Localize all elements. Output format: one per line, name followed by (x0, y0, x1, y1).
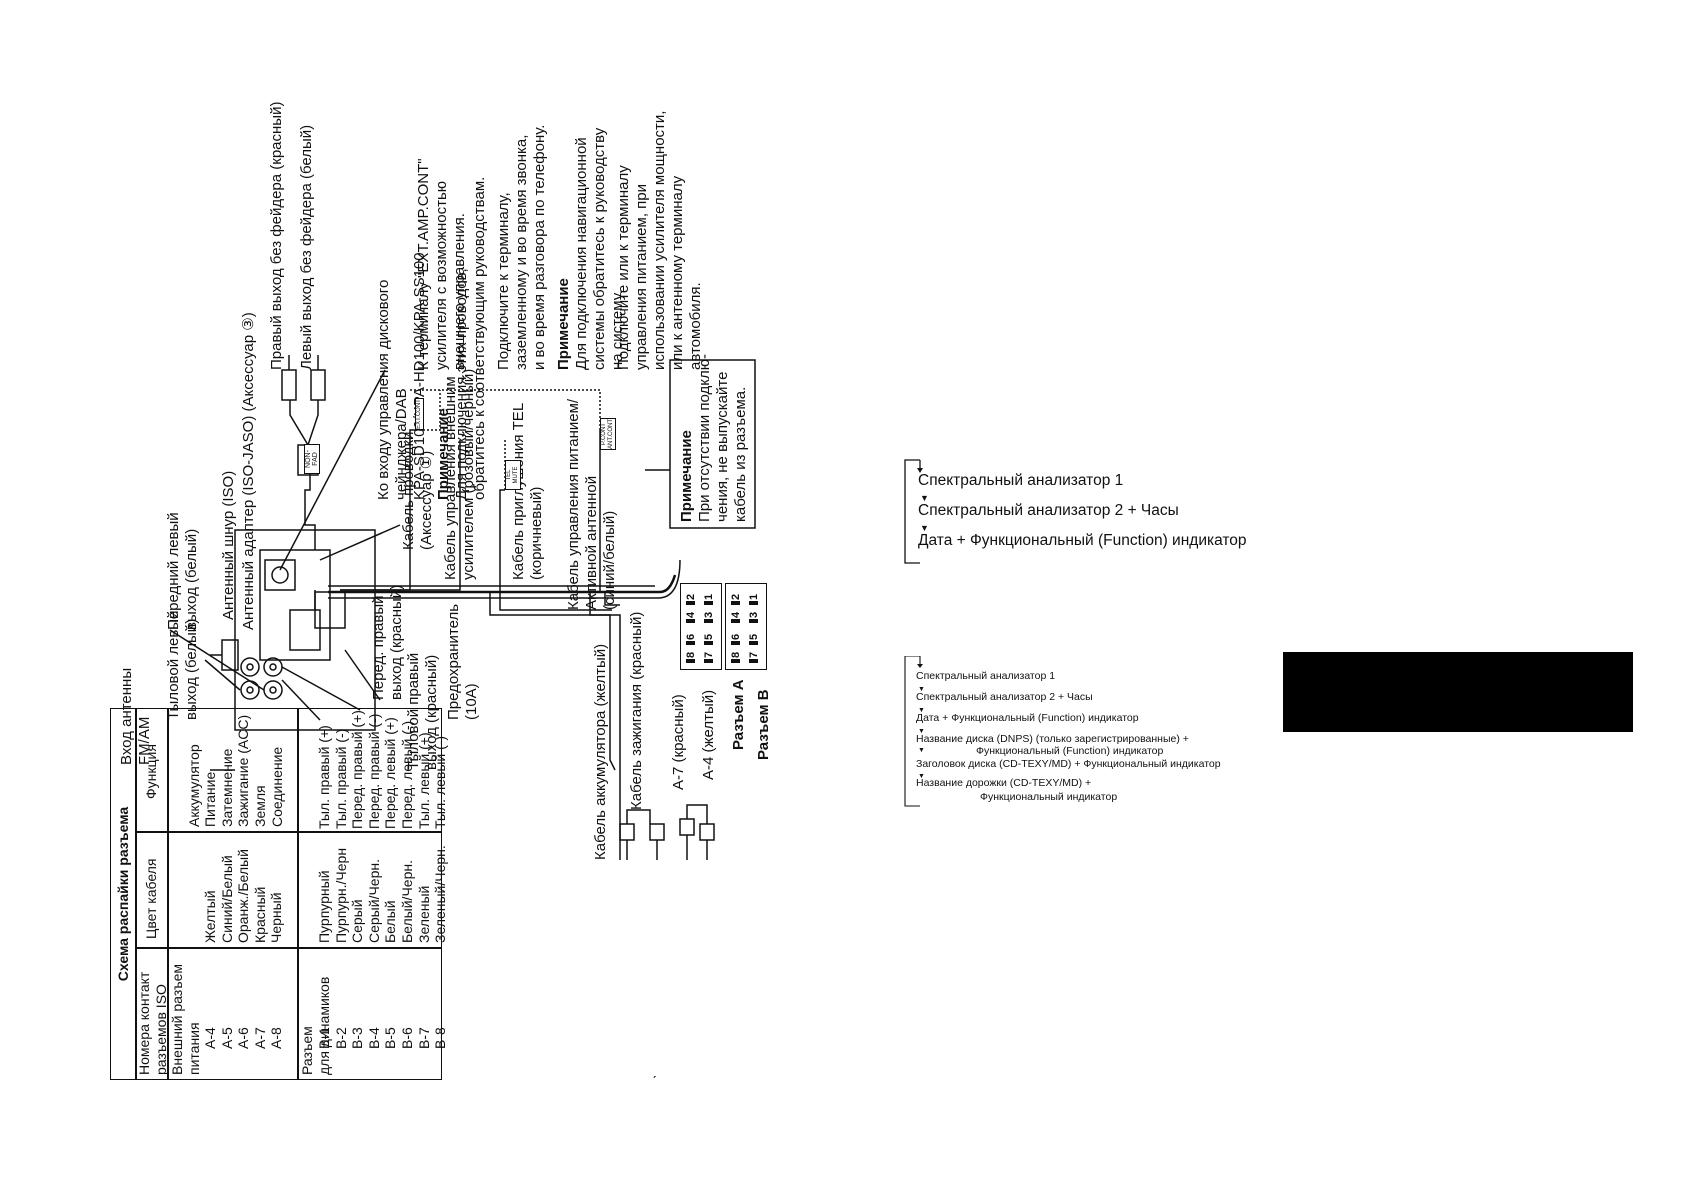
changer-jack (264, 559, 296, 591)
menu2-item-5: Заголовок диска (CD-TEXY/MD) + Функциона… (916, 758, 1221, 770)
rca-jack-2 (263, 680, 283, 700)
non-fad-tag: NON-FAD (304, 444, 320, 474)
menu2-item-6: Название дорожки (CD-TEXY/MD) + (916, 777, 1092, 789)
arrow-down-icon: ▼ (918, 773, 925, 780)
row-b-function: Тыл. правый (+)Тыл. правый (-)Перед. пра… (316, 710, 449, 829)
menu2-item-2: Спектральный анализатор 2 + Часы (916, 691, 1093, 703)
tel-cable-label: Кабель приглушения TEL(коричневый) (510, 402, 545, 580)
rca-jack-1 (240, 680, 260, 700)
rca-plug-left (310, 369, 326, 401)
wire-lines (169, 355, 756, 860)
a7-plug (619, 823, 635, 841)
pin-a-5: 5 (703, 632, 716, 645)
harness-label: Кабель проводки(Аксессуар ①) (400, 431, 435, 550)
pin-a-2: 2 (685, 592, 698, 605)
connector-b: 8 6 4 2 7 5 3 1 (725, 583, 767, 670)
a4-plug (679, 818, 695, 836)
note2-title: Примечание (555, 278, 572, 370)
ignition-cable-label: Кабель зажигания (красный) (628, 611, 645, 810)
antenna-adapter-label: Антенный адаптер (ISO-JASO) (Аксессуар ③… (240, 312, 257, 630)
pin-b-6: 6 (730, 632, 743, 645)
header-function: Функция (143, 744, 159, 799)
pin-b-5: 5 (748, 632, 761, 645)
note3-title: Примечание (678, 430, 695, 522)
pin-a-7: 7 (703, 650, 716, 663)
head-unit-outline (234, 529, 376, 731)
connector-a-label: Разъем A (730, 679, 747, 750)
arrow-down-icon: ▼ (920, 523, 929, 533)
pin-a-1: 1 (703, 592, 716, 605)
pin-b-3: 3 (748, 610, 761, 623)
pin-b-8: 8 (730, 650, 743, 663)
fuse-label: Предохранитель(10A) (445, 603, 480, 720)
arrow-down-icon: ▼ (918, 686, 925, 693)
pin-a-4: 4 (685, 610, 698, 623)
menu1-bracket (904, 459, 923, 564)
pin-a-6: 6 (685, 632, 698, 645)
arrow-down-icon: ▼ (918, 707, 925, 714)
ext-amp-desc: К терминалу "EXT.AMP.CONT"усилителя с во… (415, 158, 468, 370)
pinout-title: Схема распайки разъема (115, 806, 131, 982)
rca-jack-3 (240, 657, 260, 677)
menu2-item-4: Название диска (DNPS) (только зарегистри… (916, 733, 1189, 745)
non-fad-right-label: Правый выход без фейдера (красный) (268, 101, 285, 370)
tel-desc: Подключите к терминалу,заземленному и во… (495, 124, 548, 370)
note3-text: При отсутствии подклю-чения, не выпускай… (696, 354, 749, 522)
antenna-cord-label: Антенный шнур (ISO) (220, 470, 237, 620)
a7-label: A-7 (красный) (670, 694, 687, 790)
arrow-down-icon: ▼ (918, 747, 925, 754)
non-fad-left-label: Левый выход без фейдера (белый) (298, 124, 315, 370)
pin-b-1: 1 (748, 592, 761, 605)
display-menu-small: Спектральный анализатор 1 ▼ Спектральный… (900, 656, 1290, 816)
menu1-item-2: Спектральный анализатор 2 + Часы (918, 502, 1179, 519)
arrow-down-icon: ▼ (920, 493, 929, 503)
connector-a: 8 6 4 2 7 5 3 1 (680, 583, 722, 670)
pin-a-3: 3 (703, 610, 716, 623)
black-box (1283, 652, 1633, 732)
menu1-item-1: Спектральный анализатор 1 (918, 472, 1124, 489)
header-color: Цвет кабеля (143, 858, 159, 939)
pin-a-8: 8 (685, 650, 698, 663)
menu2-item-1: Спектральный анализатор 1 (916, 670, 1056, 682)
menu2-item-6b: Функциональный индикатор (980, 791, 1118, 803)
display-menu-large: Спектральный анализатор 1 ▼ Спектральный… (900, 448, 1260, 568)
note-box (669, 359, 756, 529)
menu1-item-3: Дата + Функциональный (Function) индикат… (918, 532, 1247, 549)
pin-b-2: 2 (730, 592, 743, 605)
menu2-item-4b: Функциональный (Function) индикатор (976, 745, 1164, 757)
ext-amp-tag: EXT.CONT (415, 398, 424, 430)
rca-plug-right (281, 369, 297, 401)
battery-cable-label: Кабель аккумулятора (желтый) (592, 643, 609, 860)
pin-b-7: 7 (748, 650, 761, 663)
pin-b-4: 4 (730, 610, 743, 623)
stray-mark: ˏ (652, 1062, 657, 1078)
menu2-item-3: Дата + Функциональный (Function) индикат… (916, 712, 1139, 724)
connector-b-label: Разъем B (755, 689, 772, 760)
a4-label: A-4 (желтый) (700, 689, 717, 780)
arrow-down-icon: ▼ (918, 728, 925, 735)
tel-mute-tag: TEL MUTE (505, 460, 521, 490)
menu2-bracket (904, 656, 923, 807)
head-unit-inner (259, 549, 331, 661)
